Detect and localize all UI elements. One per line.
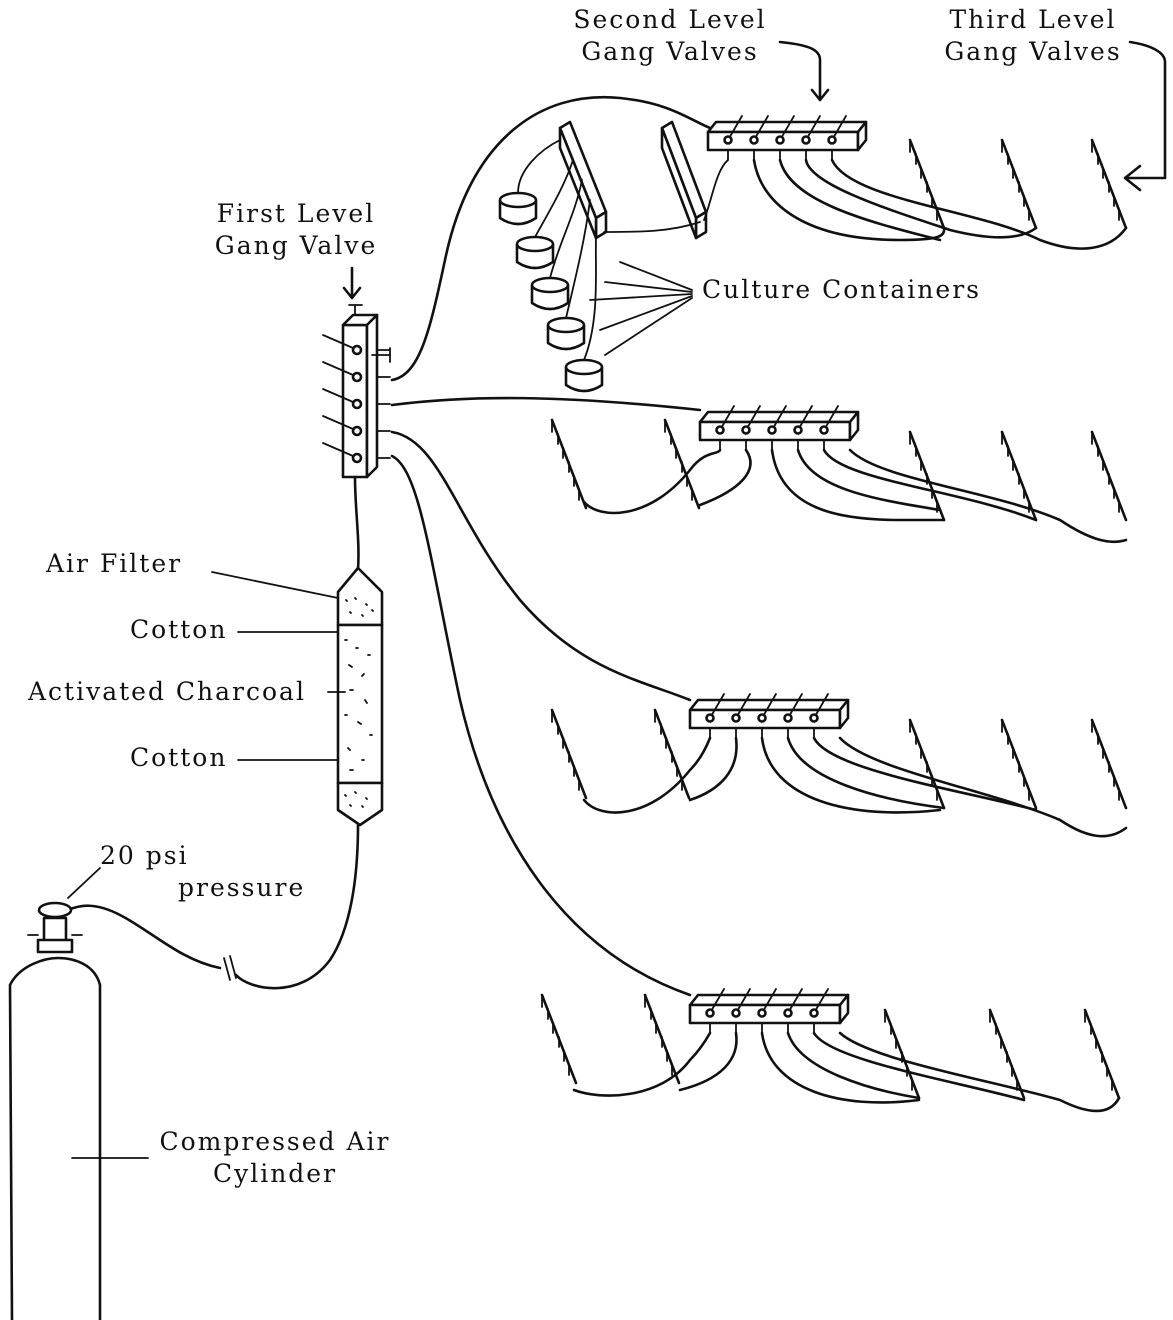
second-level-gang-valve-2 — [700, 406, 858, 450]
air-filter — [338, 568, 382, 825]
air-filter-label: Air Filter — [46, 548, 182, 580]
pressure-label: 20 psi pressure — [100, 840, 305, 904]
cylinder-label: Compressed Air Cylinder — [140, 1126, 410, 1190]
row-1-culture-racks — [500, 122, 1126, 391]
culture-container — [532, 278, 568, 309]
hose-break-mark — [224, 956, 236, 980]
second-level-label: Second Level Gang Valves — [560, 4, 780, 68]
culture-container-pointer-lines — [590, 262, 692, 355]
second-level-gang-valve-1 — [708, 116, 866, 160]
cotton-bottom-label: Cotton — [130, 742, 227, 774]
culture-container — [566, 360, 602, 391]
culture-container — [548, 318, 584, 349]
third-level-label: Third Level Gang Valves — [928, 4, 1138, 68]
second-level-arrow — [780, 42, 828, 100]
first-level-gang-valve — [323, 305, 390, 477]
culture-containers-label: Culture Containers — [702, 274, 981, 306]
cylinder-hose — [68, 906, 220, 968]
feed-tube-upper — [355, 477, 358, 570]
second-level-gang-valve-4 — [690, 989, 848, 1033]
activated-charcoal-label: Activated Charcoal — [28, 676, 306, 708]
second-level-gang-valve-3 — [690, 694, 848, 738]
distribution-tubes — [392, 97, 710, 995]
compressed-air-cylinder — [10, 903, 148, 1320]
first-level-arrow — [344, 268, 360, 298]
filter-label-pointers — [212, 572, 345, 760]
culture-container — [517, 237, 553, 268]
culture-container — [500, 193, 536, 224]
pressure-pointer — [68, 868, 100, 898]
cotton-top-label: Cotton — [130, 614, 227, 646]
first-level-label: First Level Gang Valve — [196, 198, 396, 262]
